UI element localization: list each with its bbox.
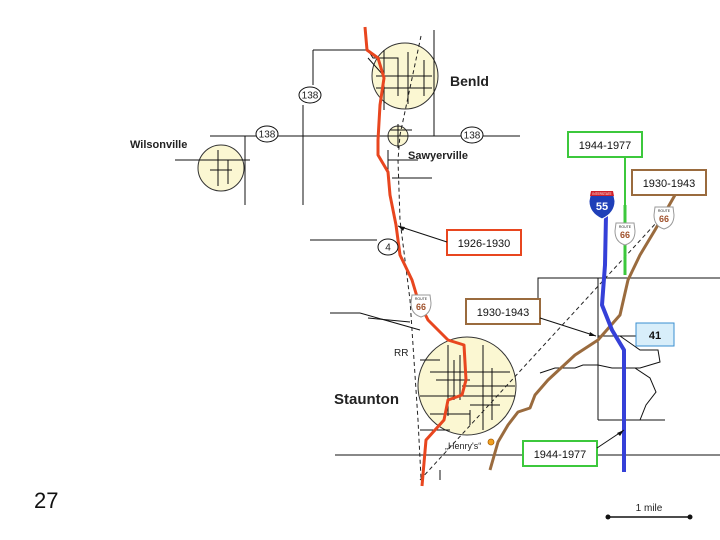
page-number: 27 xyxy=(34,488,59,513)
route-66-1930-1943 xyxy=(488,194,677,471)
svg-text:66: 66 xyxy=(620,230,630,240)
svg-text:66: 66 xyxy=(659,214,669,224)
svg-text:66: 66 xyxy=(416,302,426,312)
svg-text:ROUTE: ROUTE xyxy=(658,209,671,213)
wilsonville-label: Wilsonville xyxy=(130,139,187,151)
railroad-label: RR xyxy=(394,348,408,359)
era-box-brown-top: 1930-1943 xyxy=(631,169,707,196)
route-138-number: 138 xyxy=(259,130,276,141)
sawyerville-label: Sawyerville xyxy=(408,150,468,162)
era-box-green-bottom: 1944-1977 xyxy=(522,440,598,467)
svg-text:1930-1943: 1930-1943 xyxy=(643,178,696,190)
arrowhead-icon xyxy=(617,430,624,436)
arrowhead-icon xyxy=(589,332,596,336)
route-138-marker-east: 138 xyxy=(460,126,484,144)
svg-text:ROUTE: ROUTE xyxy=(415,297,428,301)
wilsonville-town-area xyxy=(197,144,245,192)
us-66-shield-icon: ROUTE 66 xyxy=(410,294,432,318)
scale-label: 1 mile xyxy=(636,503,663,514)
svg-text:1926-1930: 1926-1930 xyxy=(458,238,511,250)
route-138-marker-benld: 138 xyxy=(298,86,322,104)
henrys-location-icon xyxy=(487,438,495,446)
benld-label: Benld xyxy=(450,73,489,89)
us-66-shield-icon: ROUTE 66 xyxy=(653,206,675,230)
scale-bar: 1 mile xyxy=(605,503,693,520)
interstate-55-shield-icon: INTERSTATE 55 xyxy=(588,190,616,220)
route-66-1926-1930 xyxy=(363,26,468,487)
route-138-number: 138 xyxy=(464,131,481,142)
era-arrow xyxy=(539,317,597,337)
svg-text:INTERSTATE: INTERSTATE xyxy=(592,192,611,196)
route-4-number: 4 xyxy=(385,243,391,254)
us-66-shield-icon: ROUTE 66 xyxy=(614,222,636,246)
era-box-red: 1926-1930 xyxy=(446,229,522,256)
arrowhead-icon xyxy=(398,226,405,231)
svg-text:ROUTE: ROUTE xyxy=(619,225,632,229)
svg-text:1944-1977: 1944-1977 xyxy=(579,140,632,152)
era-box-brown-mid: 1930-1943 xyxy=(465,298,541,325)
route-138-marker-west: 138 xyxy=(255,125,279,143)
route-4-marker: 4 xyxy=(377,238,399,256)
railroad-lines xyxy=(397,35,669,481)
era-box-green-top: 1944-1977 xyxy=(567,131,643,158)
route-138-number: 138 xyxy=(302,91,319,102)
interstate-55-route xyxy=(600,214,626,472)
staunton-label: Staunton xyxy=(334,391,399,408)
henrys-label: „Henry's“ xyxy=(445,441,481,451)
route-41-number: 41 xyxy=(649,330,661,342)
svg-text:1930-1943: 1930-1943 xyxy=(477,307,530,319)
era-arrow xyxy=(397,225,448,243)
svg-text:1944-1977: 1944-1977 xyxy=(534,449,587,461)
svg-text:55: 55 xyxy=(596,201,608,213)
route-41-marker: 41 xyxy=(635,322,675,347)
